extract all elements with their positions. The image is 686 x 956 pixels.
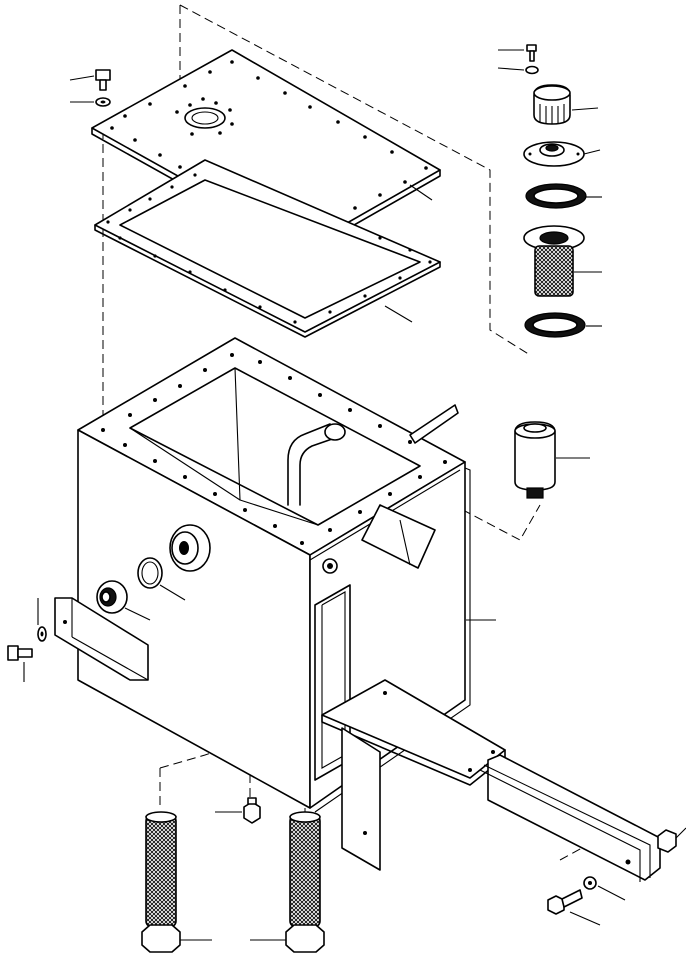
tank-cover xyxy=(91,49,441,254)
port-boss xyxy=(169,524,211,572)
strap-washer xyxy=(583,876,626,901)
filler-strainer xyxy=(523,225,602,297)
o-ring xyxy=(137,557,186,601)
side-washer xyxy=(37,598,47,642)
side-bolt xyxy=(7,645,33,682)
drain-plug xyxy=(215,797,261,824)
strap-nut xyxy=(657,827,686,853)
suction-strainer-right xyxy=(250,811,325,953)
mounting-bracket xyxy=(321,679,506,871)
side-plate xyxy=(54,597,149,681)
filler-bolt xyxy=(498,44,537,62)
cover-bolt xyxy=(69,69,111,91)
filler-gasket-lower xyxy=(524,312,602,338)
cover-gasket xyxy=(94,159,441,338)
breather-filter xyxy=(514,421,590,499)
suction-strainer-left xyxy=(141,811,212,953)
filler-gasket-upper xyxy=(525,183,602,209)
cover-washer xyxy=(70,97,111,107)
sight-gauge-plug xyxy=(96,580,151,621)
strap-bolt xyxy=(547,889,601,926)
filler-flange xyxy=(523,141,601,167)
filler-cap xyxy=(533,84,599,125)
mounting-strap xyxy=(479,754,661,882)
filler-washer xyxy=(497,65,539,75)
